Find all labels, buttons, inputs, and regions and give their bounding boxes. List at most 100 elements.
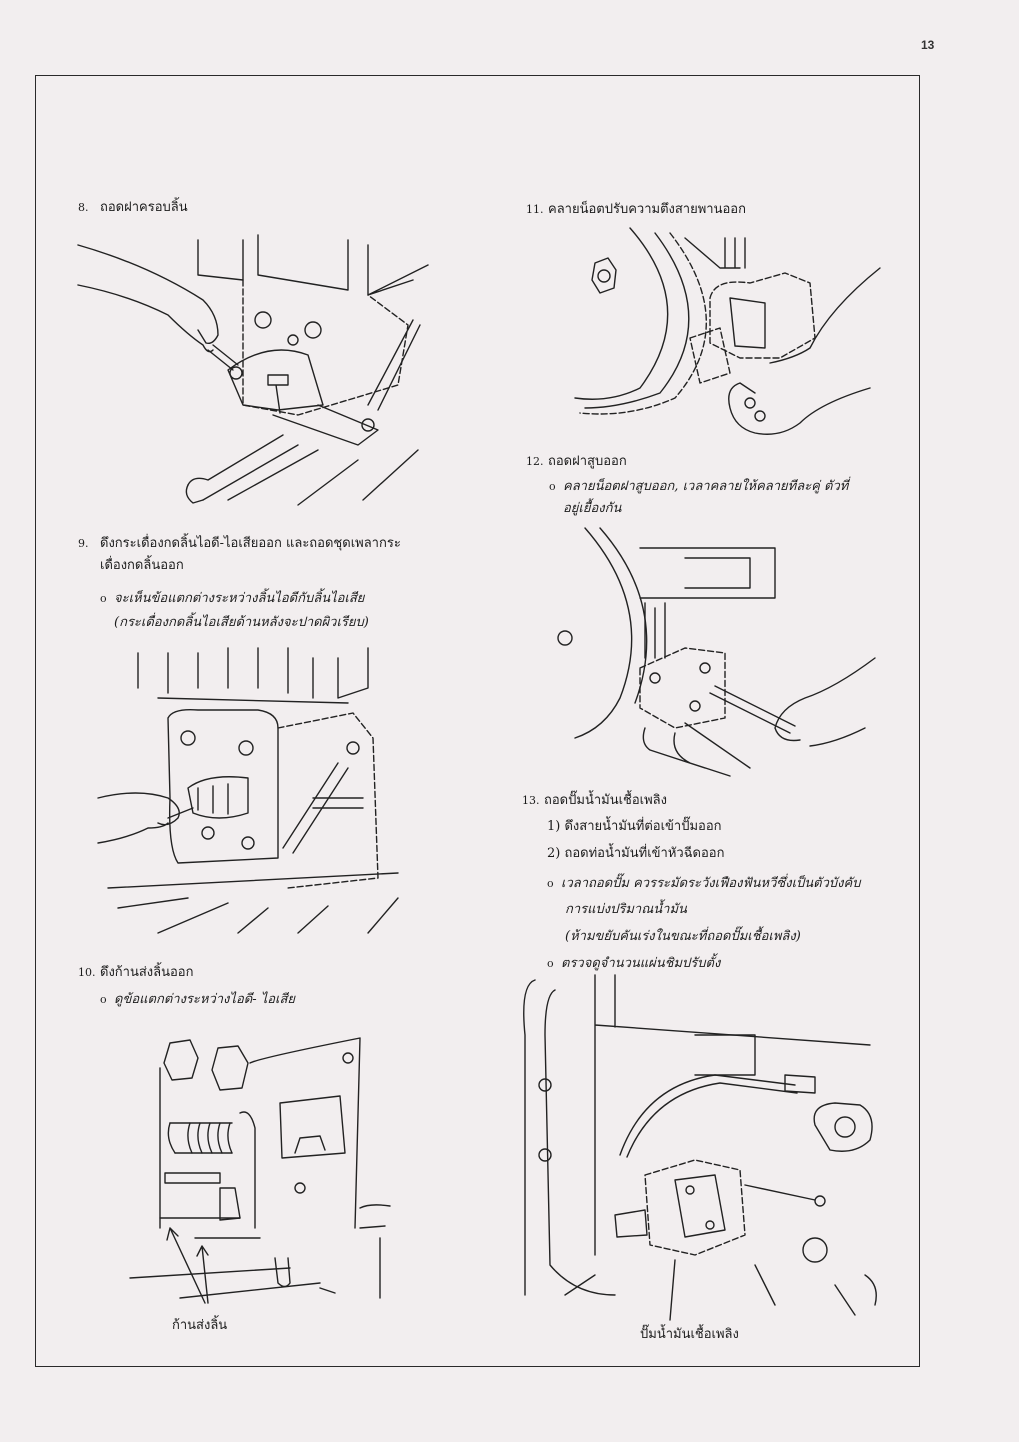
rack-end — [814, 1195, 826, 1207]
step-12-note-cont: อยู่เยื้องกัน — [563, 498, 621, 520]
hand — [97, 792, 180, 844]
step-number: 9. — [78, 537, 89, 550]
bolt — [254, 311, 272, 329]
pump-bolt — [705, 1220, 715, 1230]
illustration-fuel-pump-removal — [523, 974, 877, 1321]
rail — [187, 434, 419, 506]
flywheel — [574, 527, 633, 739]
hand-arm — [77, 244, 219, 353]
step-13-note-1-line3: (ห้ามขยับคันเร่งในขณะที่ถอดปั๊มเชื้อเพลิ… — [565, 926, 801, 948]
step-9-heading: 9.ดึงกระเดื่องกดลิ้นไอดี-ไอเสียออก และถอ… — [78, 533, 401, 555]
nut — [591, 257, 617, 294]
bolt — [342, 1052, 354, 1064]
mount-hole — [538, 1078, 552, 1092]
bullet-icon: o — [547, 877, 554, 890]
note-line2: (กระเดื่องกดลิ้นไอเสียด้านหลังจะปาดผิวเร… — [114, 615, 369, 630]
step-number: 8. — [78, 201, 89, 214]
item-text: ถอดท่อน้ำมันที่เข้าหัวฉีดออก — [564, 846, 725, 861]
pushrod — [282, 762, 349, 854]
head-plate — [159, 1037, 361, 1229]
nut — [163, 1039, 199, 1081]
bullet-icon: o — [100, 993, 107, 1006]
lower-parts — [274, 1204, 391, 1294]
step-title-line2: เดื่องกดลิ้นออก — [100, 558, 184, 573]
wrench — [207, 344, 239, 371]
bolt — [689, 700, 701, 712]
window-detail — [294, 1135, 326, 1154]
base-line — [129, 1237, 381, 1299]
hand — [774, 657, 876, 747]
step-title: ถอดปั๊มน้ำมันเชื้อเพลิง — [544, 793, 667, 808]
bolt — [649, 672, 661, 684]
bullet-icon: o — [549, 480, 556, 493]
mount-hole — [538, 1148, 552, 1162]
valve-cover — [227, 349, 324, 411]
note-line2: การแบ่งปริมาณน้ำมัน — [565, 902, 687, 917]
fuel-line — [619, 1074, 796, 1156]
fuel-pump-caption: ปั๊มน้ำมันเชื้อเพลิง — [640, 1327, 739, 1342]
engine-frame — [684, 237, 746, 269]
engine-body — [242, 279, 409, 416]
step-13-item-2: 2) ถอดท่อน้ำมันที่เข้าหัวฉีดออก — [547, 843, 724, 865]
illustration-belt-tension-nut — [574, 227, 881, 435]
flywheel-inner — [584, 232, 690, 409]
step-13-note-1: o เวลาถอดปั๊ม ควรระมัดระวังเฟืองฟันหวีซึ่… — [547, 873, 860, 895]
rocker-shaft — [312, 797, 364, 809]
knuckle — [754, 410, 766, 422]
step-12-heading: 12.ถอดฝาสูบออก — [526, 451, 627, 473]
panel — [694, 1034, 756, 1076]
item-marker: 2) — [547, 846, 561, 861]
note-text: ตรวจดูจำนวนแผ่นชิมปรับตั้ง — [561, 956, 721, 971]
gauge — [802, 1237, 828, 1263]
pump-flange — [674, 1174, 726, 1238]
fuel-line-connector — [784, 1074, 816, 1094]
fin-lines — [644, 602, 666, 659]
page-number: 13 — [921, 38, 935, 52]
step-number: 11. — [526, 203, 544, 216]
item-marker: 1) — [547, 819, 561, 834]
flywheel-outer — [574, 227, 669, 400]
step-9-heading-cont: เดื่องกดลิ้นออก — [100, 555, 184, 577]
bolt — [304, 321, 322, 339]
note-line1: คลายน็อตฝาสูบออก, เวลาคลายให้คลายทีละคู่… — [563, 479, 849, 494]
step-number: 12. — [526, 455, 544, 468]
step-10-heading: 10.ดึงก้านส่งลิ้นออก — [78, 962, 193, 984]
bolt — [238, 740, 254, 756]
engine-fins — [137, 647, 369, 699]
nut — [211, 1045, 249, 1091]
filter-cap — [834, 1116, 856, 1138]
pump-bolt — [685, 1185, 695, 1195]
support-legs — [564, 1264, 877, 1316]
arrow-2 — [196, 1245, 209, 1304]
engine-block — [197, 234, 429, 296]
flywheel-bolt — [557, 630, 573, 646]
top-frame — [594, 974, 871, 1256]
rail-end — [185, 484, 204, 504]
rocker-bracket — [164, 1172, 241, 1221]
cylinder-head — [639, 647, 726, 729]
pushrod — [367, 319, 421, 411]
bolt — [241, 836, 255, 850]
bolt — [346, 741, 360, 755]
pump-flange — [729, 297, 766, 349]
note-line1: จะเห็นข้อแตกต่างระหว่างลิ้นไอดีกับลิ้นไอ… — [114, 591, 365, 606]
note-line1: เวลาถอดปั๊ม ควรระมัดระวังเฟืองฟันหวีซึ่ง… — [561, 876, 861, 891]
bullet-icon: o — [100, 592, 107, 605]
step-11-heading: 11.คลายน็อตปรับความตึงสายพานออก — [526, 199, 746, 221]
item-text: ดึงสายน้ำมันที่ต่อเข้าปั๊มออก — [564, 819, 722, 834]
spring-stack — [167, 1122, 233, 1154]
base-rails — [107, 872, 399, 934]
step-8-heading: 8.ถอดฝาครอบลิ้น — [78, 197, 188, 219]
note-line3: (ห้ามขยับคันเร่งในขณะที่ถอดปั๊มเชื้อเพลิ… — [565, 929, 801, 944]
tool — [167, 807, 194, 819]
page-frame — [35, 75, 920, 1367]
rocker-part — [267, 374, 289, 414]
cover-window — [279, 1095, 346, 1159]
fin-base — [157, 697, 349, 704]
pump-inlet — [614, 1209, 648, 1238]
bracket — [689, 327, 731, 384]
step-13-note-1-line2: การแบ่งปริมาณน้ำมัน — [565, 899, 687, 921]
bolt — [294, 1182, 306, 1194]
illustration-valve-cover-removal — [77, 234, 429, 506]
